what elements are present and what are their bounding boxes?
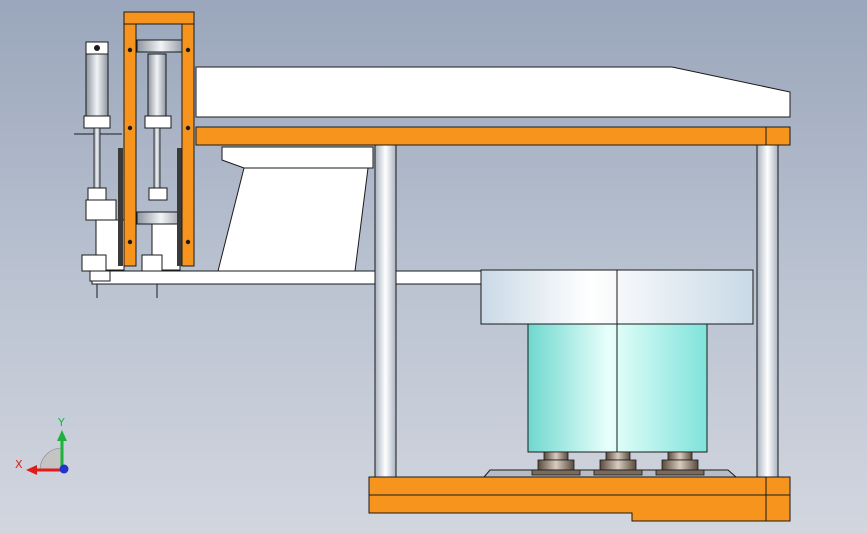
base-bolt-right[interactable]	[655, 451, 705, 476]
turntable-disc[interactable]	[480, 269, 754, 325]
x-axis-arrow-icon	[26, 465, 37, 475]
guide-post-left[interactable]	[374, 144, 397, 478]
vertical-frame-crossbar-top	[136, 39, 186, 53]
bottom-orange-base[interactable]	[368, 476, 791, 522]
pneumatic-cylinder-center[interactable]	[144, 53, 172, 201]
y-axis-arrow-icon	[57, 430, 67, 441]
x-axis-label: X	[15, 458, 23, 471]
pneumatic-cylinder-left[interactable]	[74, 41, 122, 221]
base-bolt-left[interactable]	[531, 451, 581, 476]
linear-rail-right	[177, 148, 182, 266]
y-axis-label: Y	[57, 416, 65, 429]
horizontal-arm[interactable]	[91, 270, 483, 285]
under-beam-bracket	[217, 146, 374, 272]
guide-post-right[interactable]	[756, 144, 779, 478]
gripper-block-left[interactable]	[81, 219, 125, 298]
gripper-block-center[interactable]	[141, 219, 181, 298]
main-cylinder[interactable]	[527, 323, 708, 453]
top-housing[interactable]	[195, 66, 791, 118]
coordinate-triad: Y X	[15, 416, 69, 475]
base-bolt-center[interactable]	[593, 451, 643, 476]
linear-rail-left	[118, 148, 123, 266]
z-axis-dot-icon	[59, 464, 69, 474]
vertical-orange-frame[interactable]	[123, 11, 195, 267]
top-orange-beam[interactable]	[195, 126, 791, 146]
